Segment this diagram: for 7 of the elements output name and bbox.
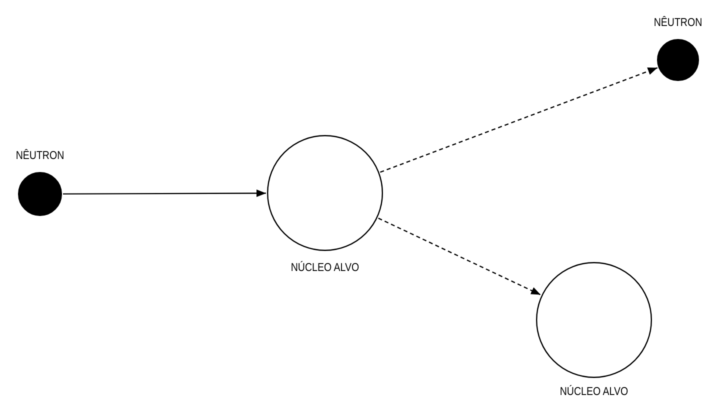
particle-label: NÊUTRON [16, 150, 64, 162]
particle-label: NÊUTRON [654, 17, 702, 29]
particle-label: NÚCLEO ALVO [290, 262, 360, 274]
arrow [380, 67, 658, 173]
arrow [63, 189, 266, 198]
particle-label: NÚCLEO ALVO [560, 386, 628, 398]
arrow [378, 218, 541, 296]
